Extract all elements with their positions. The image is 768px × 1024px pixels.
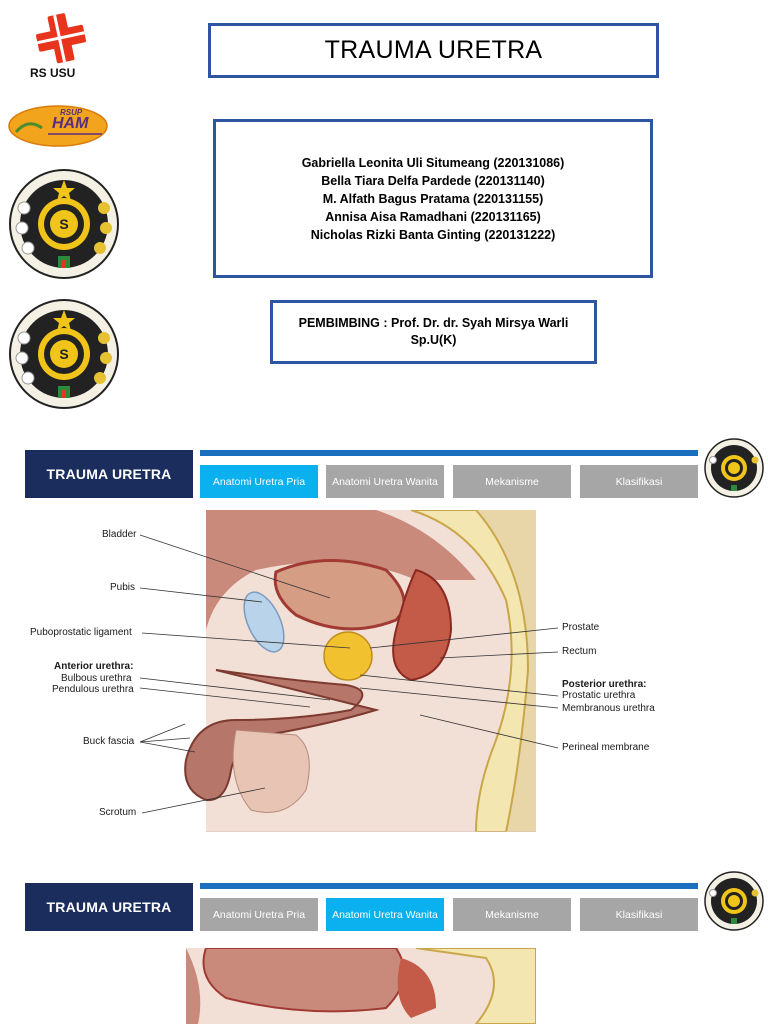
supervisor-box: PEMBIMBING : Prof. Dr. dr. Syah Mirsya W… [270,300,597,364]
university-seal-icon [704,438,764,498]
leader-lines [139,534,559,753]
author-line: Annisa Aisa Ramadhani (220131165) [325,209,541,224]
svg-text:S: S [59,216,68,232]
tab-anatomi-uretra-wanita[interactable]: Anatomi Uretra Wanita [326,465,444,498]
tab-mekanisme[interactable]: Mekanisme [453,898,571,931]
supervisor-text: PEMBIMBING : Prof. Dr. dr. Syah Mirsya W… [298,316,569,347]
author-line: Gabriella Leonita Uli Situmeang (2201310… [301,155,565,170]
label-scrotum: Scrotum [99,807,137,818]
label-pendulous-urethra: Pendulous urethra [52,684,134,695]
tab-anatomi-uretra-pria[interactable]: Anatomi Uretra Pria [200,465,318,498]
title-box: TRAUMA URETRA [208,23,659,78]
label-perineal-membrane: Perineal membrane [562,742,650,753]
rsup-text: RSUP [60,108,83,117]
rs-usu-text: RS USU [30,66,76,80]
label-buck-fascia: Buck fascia [83,736,135,747]
label-posterior-urethra: Posterior urethra: [562,679,647,690]
tab-anatomi-uretra-pria[interactable]: Anatomi Uretra Pria [200,898,318,931]
female-pelvis-illustration [186,948,536,1024]
label-prostatic-urethra: Prostatic urethra [562,690,636,701]
ham-text: HAM [52,115,89,132]
header-rule [200,883,698,889]
label-prostate: Prostate [562,622,600,633]
leader-line-scrotum [141,787,266,814]
header-rule [200,450,698,456]
usu-seal: S [8,298,120,410]
label-puboprostatic: Puboprostatic ligament [30,627,132,638]
slide-title: TRAUMA URETRA [25,883,193,931]
rs-usu-logo: RS USU [22,10,102,82]
author-line: Bella Tiara Delfa Pardede (220131140) [321,173,545,188]
label-anterior-urethra: Anterior urethra: [54,661,134,672]
author-line: M. Alfath Bagus Pratama (220131155) [322,191,544,206]
university-seal-icon: S [9,169,119,279]
label-bladder: Bladder [102,529,137,540]
svg-text:S: S [59,346,68,362]
label-pubis: Pubis [110,582,136,593]
label-membranous-urethra: Membranous urethra [562,703,655,714]
university-seal-icon: S [9,299,119,409]
label-rectum: Rectum [562,646,597,657]
ham-oval-icon [8,105,108,147]
tab-klasifikasi[interactable]: Klasifikasi [580,465,698,498]
author-line: Nicholas Rizki Banta Ginting (220131222) [310,227,556,242]
slide-title: TRAUMA URETRA [25,450,193,498]
tab-klasifikasi[interactable]: Klasifikasi [580,898,698,931]
authors-box: Gabriella Leonita Uli Situmeang (2201310… [213,119,653,278]
rsup-ham-logo: RSUP HAM [8,104,108,148]
male-pelvis-illustration [184,510,536,832]
red-cross-icon [36,13,86,64]
university-seal-icon [704,871,764,931]
tab-mekanisme[interactable]: Mekanisme [453,465,571,498]
tab-anatomi-uretra-wanita[interactable]: Anatomi Uretra Wanita [326,898,444,931]
page-title: TRAUMA URETRA [324,36,543,64]
fakultas-kedokteran-seal: S [8,168,120,280]
label-bulbous-urethra: Bulbous urethra [61,673,132,684]
